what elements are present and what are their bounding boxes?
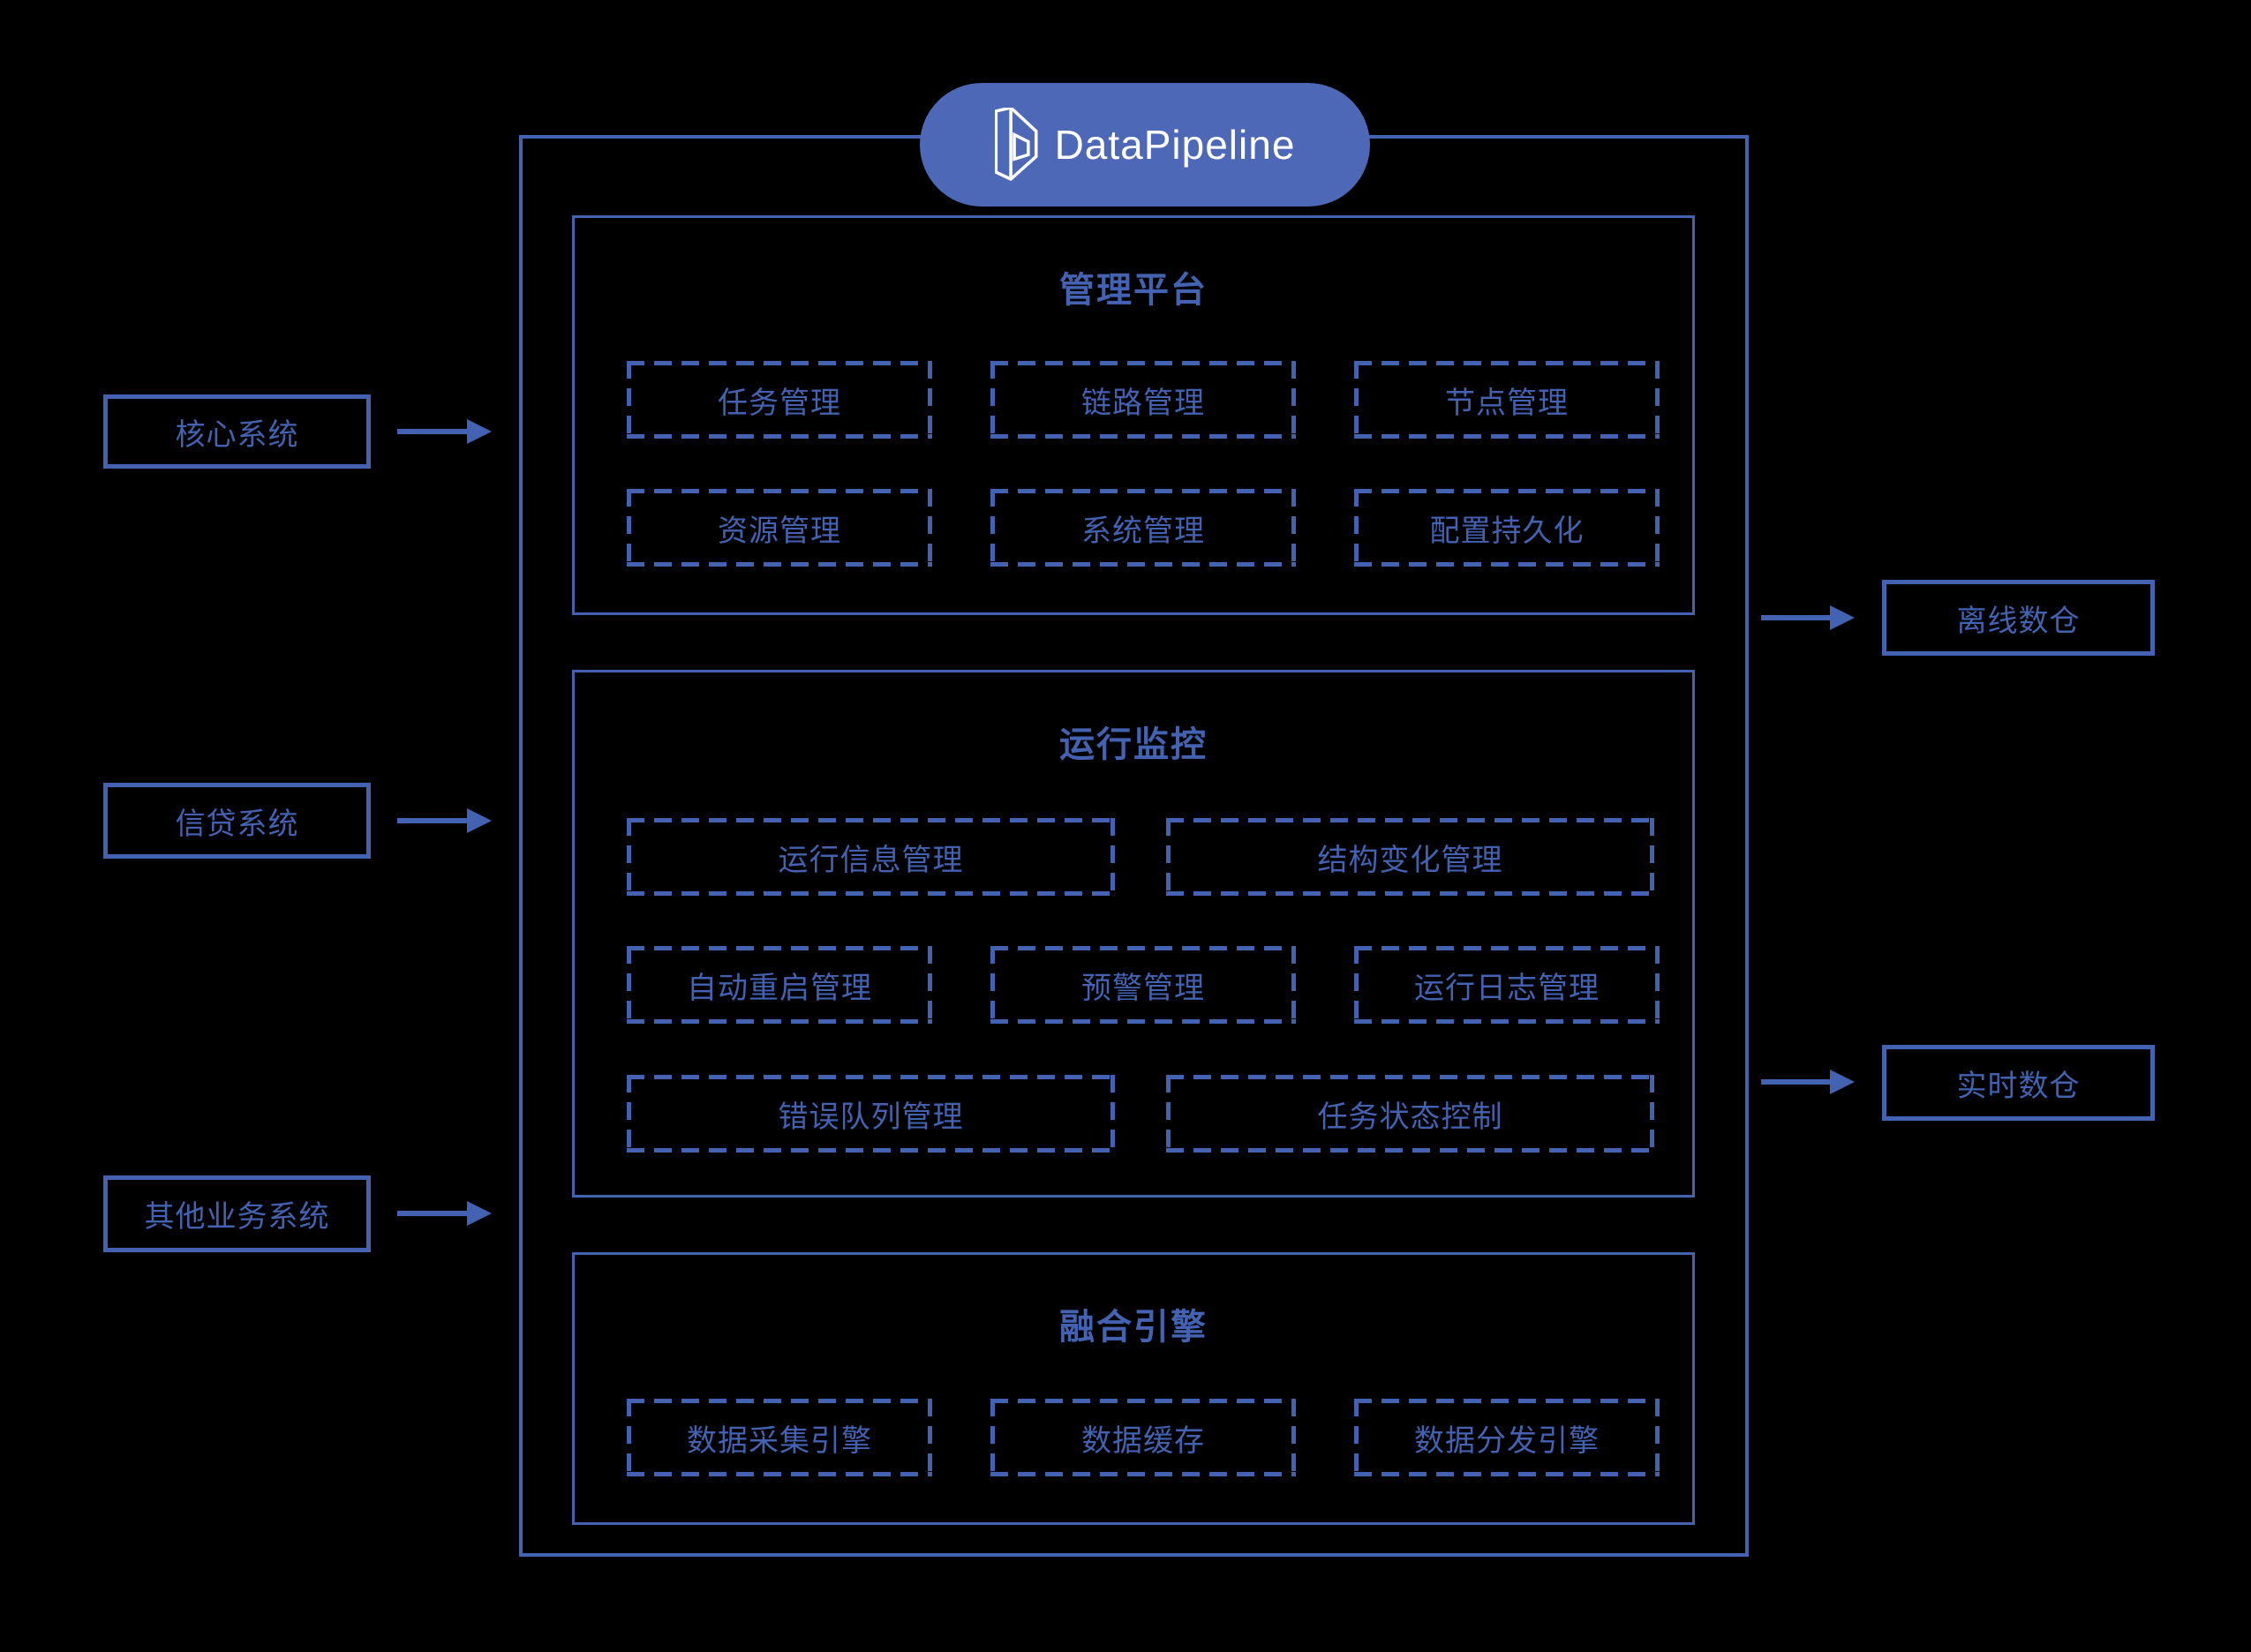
source-system-box: 其他业务系统 xyxy=(103,1175,371,1252)
module-box: 配置持久化 xyxy=(1354,489,1660,567)
section-title: 管理平台 xyxy=(1059,271,1208,310)
module-label: 自动重启管理 xyxy=(687,971,872,1005)
module-label: 数据缓存 xyxy=(1081,1423,1205,1458)
source-system-box: 核心系统 xyxy=(103,394,371,469)
module-label: 运行信息管理 xyxy=(778,843,964,877)
module-label: 数据采集引擎 xyxy=(687,1423,872,1458)
module-label: 任务状态控制 xyxy=(1317,1100,1503,1134)
module-box: 链路管理 xyxy=(990,361,1296,439)
flow-arrow-icon xyxy=(1761,1070,1855,1094)
flow-arrow-icon xyxy=(397,808,492,833)
module-label: 配置持久化 xyxy=(1429,514,1585,548)
module-box: 系统管理 xyxy=(990,489,1296,567)
source-system-label: 核心系统 xyxy=(175,417,299,452)
module-label: 预警管理 xyxy=(1081,971,1205,1005)
module-box: 数据缓存 xyxy=(990,1399,1296,1476)
target-warehouse-label: 实时数仓 xyxy=(1956,1069,2081,1103)
module-box: 自动重启管理 xyxy=(627,946,932,1024)
section-management-platform: 管理平台 任务管理 链路管理 节点管理 资源管理 系统管理 配置持久化 xyxy=(572,215,1695,615)
section-title: 运行监控 xyxy=(1059,725,1208,764)
flow-arrow-icon xyxy=(1761,605,1855,630)
module-label: 资源管理 xyxy=(718,514,841,548)
target-warehouse-label: 离线数仓 xyxy=(1956,604,2081,638)
section-fusion-engine: 融合引擎 数据采集引擎 数据缓存 数据分发引擎 xyxy=(572,1252,1695,1525)
section-runtime-monitoring: 运行监控 运行信息管理 结构变化管理 自动重启管理 预警管理 运行日志管理 错误… xyxy=(572,670,1695,1198)
module-box: 数据分发引擎 xyxy=(1354,1399,1660,1476)
module-label: 系统管理 xyxy=(1081,514,1205,548)
module-box: 预警管理 xyxy=(990,946,1296,1024)
module-label: 运行日志管理 xyxy=(1414,971,1600,1005)
module-label: 结构变化管理 xyxy=(1317,843,1503,877)
module-label: 数据分发引擎 xyxy=(1414,1423,1600,1458)
module-box: 任务状态控制 xyxy=(1166,1075,1654,1153)
brand-name: DataPipeline xyxy=(1054,122,1296,168)
module-box: 错误队列管理 xyxy=(627,1075,1115,1153)
module-box: 结构变化管理 xyxy=(1166,818,1654,896)
module-box: 运行日志管理 xyxy=(1354,946,1660,1024)
module-box: 资源管理 xyxy=(627,489,932,567)
module-box: 节点管理 xyxy=(1354,361,1660,439)
module-box: 运行信息管理 xyxy=(627,818,1115,896)
flow-arrow-icon xyxy=(397,1201,492,1226)
flow-arrow-icon xyxy=(397,419,492,444)
section-title: 融合引擎 xyxy=(1059,1308,1208,1347)
module-label: 任务管理 xyxy=(718,386,841,420)
source-system-label: 信贷系统 xyxy=(175,807,299,841)
source-system-label: 其他业务系统 xyxy=(144,1200,330,1234)
module-box: 任务管理 xyxy=(627,361,932,439)
target-warehouse-box: 实时数仓 xyxy=(1882,1045,2155,1121)
module-label: 节点管理 xyxy=(1445,386,1569,420)
module-label: 链路管理 xyxy=(1081,386,1205,420)
brand-pill: DataPipeline xyxy=(920,83,1370,206)
target-warehouse-box: 离线数仓 xyxy=(1882,580,2155,656)
module-box: 数据采集引擎 xyxy=(627,1399,932,1476)
module-label: 错误队列管理 xyxy=(778,1100,964,1134)
datapipeline-logo-icon xyxy=(994,108,1038,182)
source-system-box: 信贷系统 xyxy=(103,783,371,859)
